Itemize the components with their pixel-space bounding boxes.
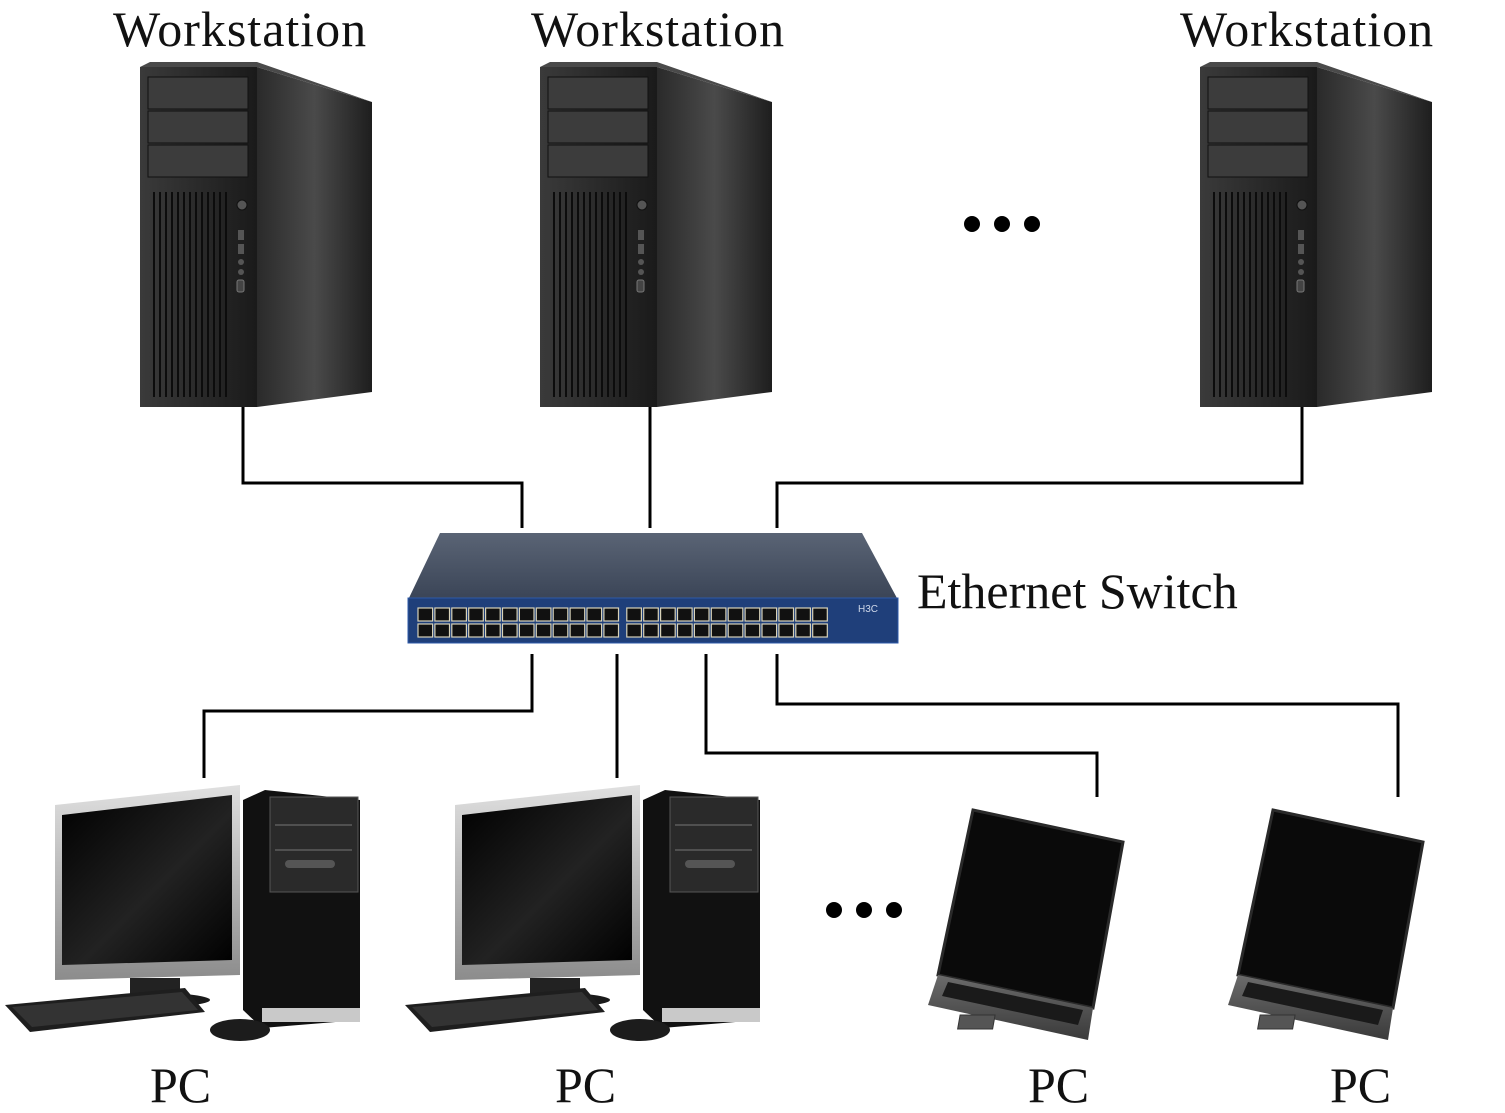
- link-switch-pc1: [202, 654, 534, 778]
- switch-port: [434, 623, 451, 638]
- switch-port: [744, 607, 761, 622]
- switch-port: [812, 623, 828, 638]
- switch-port: [518, 607, 535, 622]
- switch-port: [552, 623, 569, 638]
- switch-port: [434, 607, 451, 622]
- switch-ports: [417, 607, 828, 638]
- link-ws3-switch: [775, 405, 1304, 528]
- link-switch-pc4: [775, 654, 1400, 797]
- switch-port: [552, 607, 569, 622]
- switch-port: [485, 607, 501, 622]
- switch-port: [451, 623, 467, 638]
- switch-port: [586, 623, 603, 638]
- switch-port: [693, 623, 710, 638]
- workstation-tower-1: [139, 61, 373, 408]
- switch-port: [710, 607, 727, 622]
- switch-port: [501, 607, 518, 622]
- switch-port: [569, 607, 586, 622]
- switch-port: [417, 623, 434, 638]
- switch-port: [795, 623, 811, 638]
- pc-label-3: PC: [1028, 1057, 1090, 1113]
- switch-port: [603, 607, 620, 622]
- switch-port: [535, 623, 552, 638]
- switch-port: [744, 623, 761, 638]
- switch-port: [778, 607, 795, 622]
- switch-port: [778, 623, 795, 638]
- workstation-tower-3: [1199, 61, 1433, 408]
- switch-port: [676, 623, 693, 638]
- switch-port: [643, 607, 659, 622]
- switch-port: [535, 607, 552, 622]
- switch-port: [795, 607, 811, 622]
- switch-port: [518, 623, 535, 638]
- laptop-pc-3: [926, 808, 1125, 1042]
- switch-port: [643, 623, 659, 638]
- switch-port: [626, 607, 642, 622]
- link-switch-pc3: [704, 654, 1099, 797]
- laptop-pc-4: [1226, 808, 1425, 1042]
- link-ws1-switch: [241, 405, 524, 528]
- switch-port: [727, 623, 744, 638]
- switch-port: [626, 623, 642, 638]
- switch-port: [586, 607, 603, 622]
- pc-label-4: PC: [1330, 1057, 1392, 1113]
- switch-port: [468, 623, 484, 638]
- switch-brand-logo: H3C: [858, 604, 878, 615]
- switch-port: [727, 607, 744, 622]
- switch-port: [468, 607, 484, 622]
- workstation-tower-2: [539, 61, 773, 408]
- switch-port: [761, 623, 778, 638]
- switch-port: [485, 623, 501, 638]
- ethernet-switch: H3C: [407, 533, 899, 644]
- switch-label: Ethernet Switch: [917, 563, 1238, 619]
- desktop-pc-1: [4, 784, 361, 1042]
- connection-lines: [202, 405, 1400, 797]
- switch-port: [693, 607, 710, 622]
- desktop-pc-2: [404, 784, 761, 1042]
- workstation-label-2: Workstation: [531, 1, 786, 57]
- ellipsis-workstations: [964, 216, 1040, 232]
- switch-port: [501, 623, 518, 638]
- workstation-label-3: Workstation: [1180, 1, 1435, 57]
- switch-port: [812, 607, 828, 622]
- switch-port: [676, 607, 693, 622]
- switch-port: [603, 623, 620, 638]
- switch-port: [659, 607, 676, 622]
- switch-port: [710, 623, 727, 638]
- workstation-label-1: Workstation: [113, 1, 368, 57]
- pc-label-1: PC: [150, 1057, 212, 1113]
- switch-port: [659, 623, 676, 638]
- switch-port: [569, 623, 586, 638]
- switch-port: [417, 607, 434, 622]
- pc-label-2: PC: [555, 1057, 617, 1113]
- ellipsis-pcs: [826, 902, 902, 918]
- switch-port: [761, 607, 778, 622]
- switch-port: [451, 607, 467, 622]
